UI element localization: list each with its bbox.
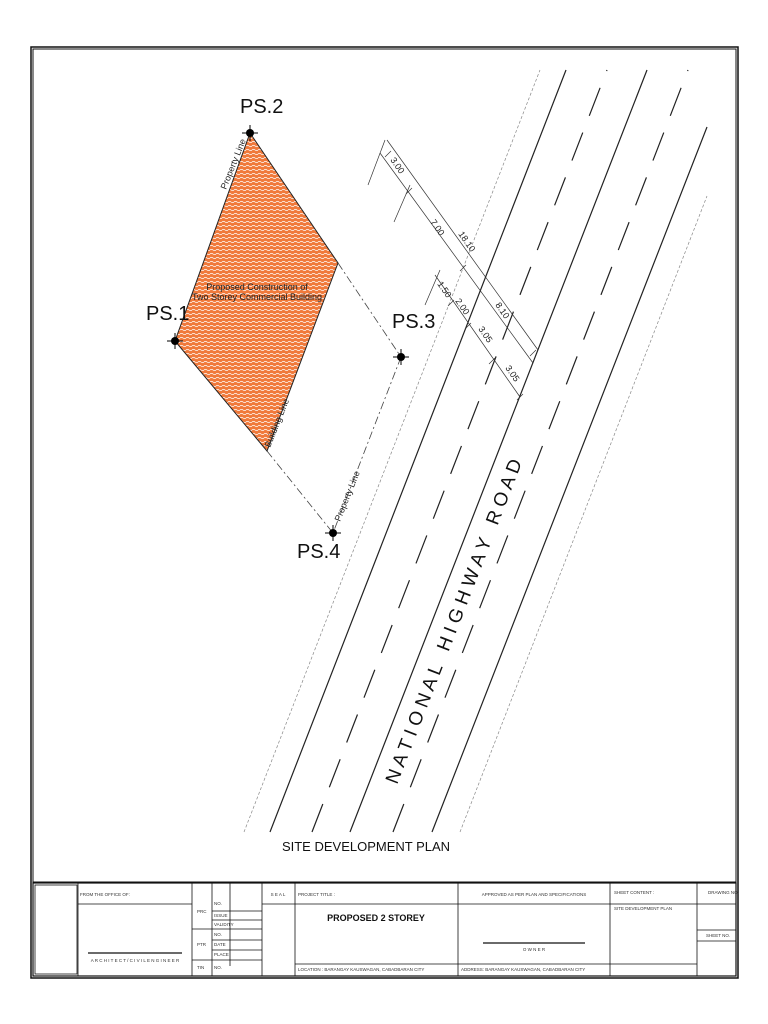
approved-label: APPROVED AS PER PLAN AND SPECIFICATIONS: [482, 892, 586, 897]
property-lines: [266, 262, 402, 534]
title-block: [32, 882, 737, 977]
ps3-label: PS.3: [392, 311, 435, 333]
title-block-text: FROM THE OFFICE OF: A R C H I T E C T / …: [80, 890, 739, 972]
sheet-border: [30, 46, 739, 979]
ptr-no: NO.: [214, 932, 222, 937]
building-label-line2: Two Storey Commercial Building: [192, 292, 322, 302]
road-centerline-dashed: [392, 69, 689, 833]
sheet-no-label: SHEET NO.: [706, 933, 730, 938]
road-lines: [243, 69, 708, 833]
dim-8-10: 8.10: [493, 300, 511, 320]
sheet-content: SITE DEVELOPMENT PLAN: [614, 906, 672, 911]
building-label-line1: Proposed Construction of: [206, 282, 308, 292]
ptr-date: DATE: [214, 942, 226, 947]
road-line: [269, 69, 567, 833]
dim-1-50: 1.50: [435, 279, 453, 299]
ptr-label: PTR: [197, 942, 207, 947]
address: ADDRESS: BARANGAY KAUSWAGAN, CABADBARAN …: [461, 967, 585, 972]
prc-label: PRC: [197, 909, 207, 914]
tin-label: TIN: [197, 965, 204, 970]
prc-issue: ISSUE: [214, 913, 228, 918]
project-title-label: PROJECT TITLE :: [298, 892, 335, 897]
dim-2-00: 2.00: [453, 296, 471, 316]
ptr-place: PLACE: [214, 952, 229, 957]
dim-3-05a: 3.05: [476, 324, 494, 344]
road-edge-dotted-right: [459, 195, 708, 833]
from-office-label: FROM THE OFFICE OF:: [80, 892, 130, 897]
drawing-no-label: DRAWING NO.: [708, 890, 739, 895]
tin-no: NO.: [214, 965, 222, 970]
owner-label: O W N E R: [523, 947, 546, 952]
ps4-label: PS.4: [297, 541, 340, 563]
road-centerline-dashed: [311, 69, 608, 833]
road-line: [349, 69, 648, 833]
dim-3-00: 3.00: [388, 155, 406, 175]
sheet-content-label: SHEET CONTENT :: [614, 890, 654, 895]
drawing-title: SITE DEVELOPMENT PLAN: [282, 839, 450, 854]
drawing-frame: [32, 48, 737, 883]
ps1-label: PS.1: [146, 303, 189, 325]
station-markers: [167, 125, 409, 541]
seal-label: S E A L: [271, 892, 286, 897]
prc-no: NO.: [214, 901, 222, 906]
road-line: [431, 126, 708, 833]
dimension-lines: [367, 139, 539, 401]
prc-validity: VALIDITY: [214, 922, 234, 927]
road-name: N A T I O N A L H I G H W A Y R O A D: [382, 456, 527, 787]
project-title: PROPOSED 2 STOREY: [327, 913, 425, 923]
proposed-building: [174, 131, 339, 452]
architect-label: A R C H I T E C T / C I V I L E N G I N …: [91, 958, 180, 963]
dim-18-10: 18.10: [456, 229, 477, 253]
dim-3-05b: 3.05: [503, 363, 521, 383]
dim-7-00: 7.00: [428, 217, 446, 237]
road-edge-dotted-left: [243, 69, 541, 833]
location: LOCATION : BARANGAY KAUSWAGAN, CABADBARA…: [298, 967, 424, 972]
ps2-label: PS.2: [240, 96, 283, 118]
property-line-label-2: Property Line: [333, 469, 362, 522]
